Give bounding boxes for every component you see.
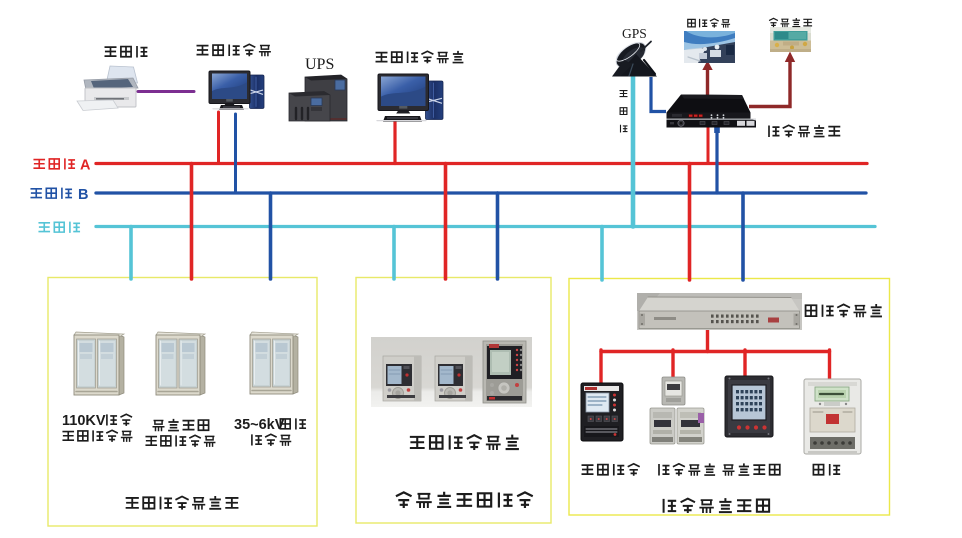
svg-text:35~6kV: 35~6kV xyxy=(234,417,285,433)
svg-text:110KV: 110KV xyxy=(62,413,106,429)
svg-text:GPS: GPS xyxy=(622,26,647,41)
svg-text:UPS: UPS xyxy=(305,56,334,73)
svg-text:B: B xyxy=(78,187,88,203)
svg-text:A: A xyxy=(80,158,91,174)
